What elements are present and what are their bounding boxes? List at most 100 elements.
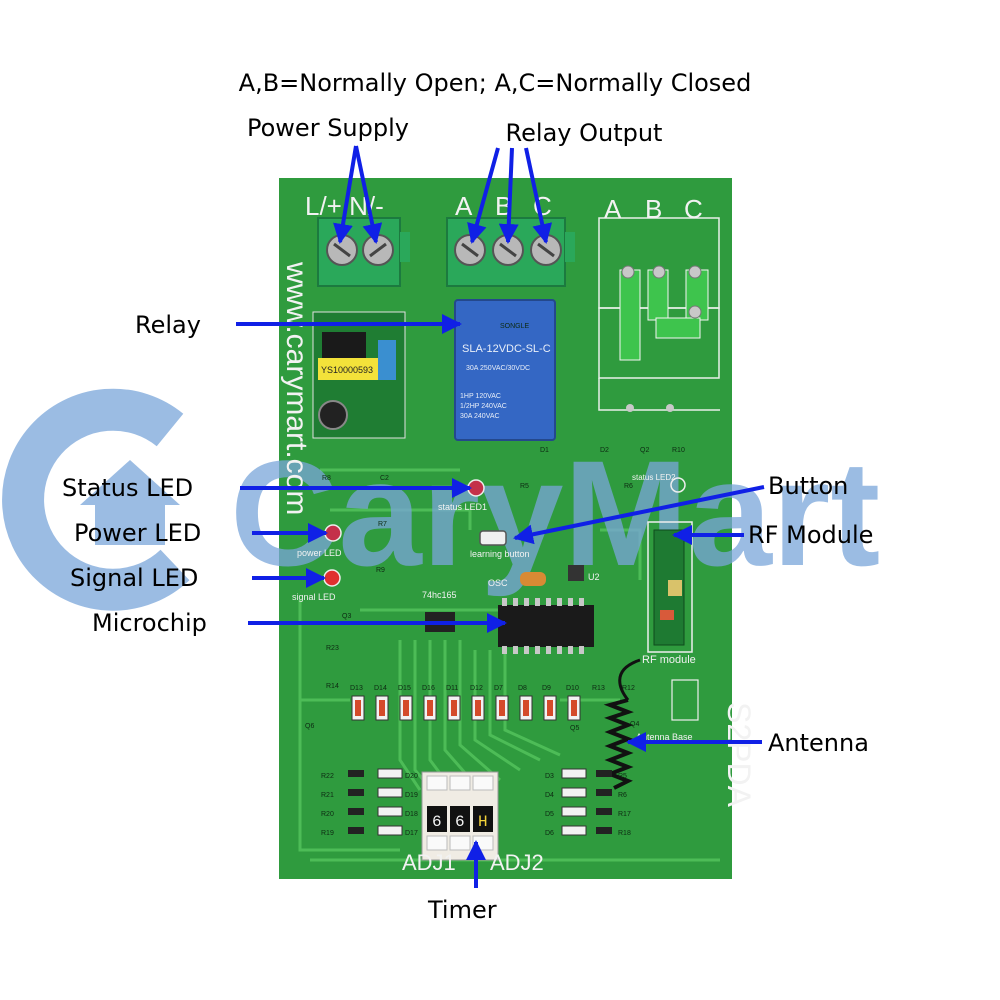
callout-relay: Relay bbox=[135, 311, 201, 339]
ref-d1: D1 bbox=[540, 447, 549, 454]
smd-resistor bbox=[596, 770, 612, 777]
arrow-relay-c bbox=[524, 147, 553, 244]
microchip bbox=[498, 598, 594, 654]
right-row-ref: R5 bbox=[618, 773, 627, 780]
diode-label: D11 bbox=[446, 685, 458, 692]
u2-label: U2 bbox=[588, 572, 600, 582]
diode-body bbox=[451, 700, 457, 716]
antenna-base-pad bbox=[671, 679, 699, 721]
power-terminal-block bbox=[317, 217, 410, 287]
contacts-note: A,B=Normally Open; A,C=Normally Closed bbox=[239, 69, 752, 97]
right-row-ref: R17 bbox=[618, 811, 631, 818]
diode-body bbox=[355, 700, 361, 716]
callout-button: Button bbox=[768, 472, 848, 500]
ref-d2: D2 bbox=[600, 447, 609, 454]
relay-component: SONGLE SLA-12VDC-SL-C 30A 250VAC/30VDC 1… bbox=[454, 299, 556, 441]
right-row-diode: D5 bbox=[545, 811, 554, 818]
ref-q5: Q5 bbox=[570, 725, 579, 732]
smd-diode bbox=[377, 806, 403, 817]
diode-body bbox=[379, 700, 385, 716]
watermark-brand: CaryMart bbox=[230, 429, 880, 597]
rf-silk: RF module bbox=[642, 654, 696, 666]
diode-body bbox=[427, 700, 433, 716]
relay-rating-3: 1/2HP 240VAC bbox=[460, 403, 507, 410]
ref-r8: R8 bbox=[322, 475, 331, 482]
status-led bbox=[467, 479, 485, 497]
smd-diode bbox=[377, 787, 403, 798]
timer-dials: 6 6 H bbox=[421, 771, 499, 861]
diode-body bbox=[571, 700, 577, 716]
right-row-diode: D6 bbox=[545, 830, 554, 837]
diode-body bbox=[403, 700, 409, 716]
jumper-pads bbox=[619, 265, 709, 412]
smd-resistor bbox=[348, 808, 364, 815]
power-led-silk: power LED bbox=[297, 548, 342, 558]
ref-r12: R12 bbox=[622, 685, 635, 692]
left-row-diode: D18 bbox=[405, 811, 418, 818]
power-supply-label: Power Supply bbox=[247, 114, 409, 142]
dial-digit-1: 6 bbox=[432, 813, 442, 831]
left-row-diode: D19 bbox=[405, 792, 418, 799]
relay-terminal-block bbox=[446, 217, 575, 287]
watermark: CaryMart bbox=[2, 388, 880, 611]
arrow-button bbox=[513, 485, 765, 545]
relay-rating-1: 30A 250VAC/30VDC bbox=[466, 365, 530, 372]
ref-r14: R14 bbox=[326, 683, 339, 690]
diode-label: D12 bbox=[470, 685, 483, 692]
smd-diode bbox=[561, 768, 587, 779]
smd-diode bbox=[377, 768, 403, 779]
diode-label: D8 bbox=[518, 685, 527, 692]
diode-label: D9 bbox=[542, 685, 551, 692]
left-row-ref: R20 bbox=[321, 811, 334, 818]
smd-resistor bbox=[596, 808, 612, 815]
watermark-ring-icon bbox=[2, 388, 190, 611]
right-row-diode: D4 bbox=[545, 792, 554, 799]
psu-module: YS10000593 bbox=[312, 311, 406, 439]
adj1-silk: ADJ1 bbox=[402, 850, 456, 875]
callout-rf-module: RF Module bbox=[748, 521, 873, 549]
chip-pins bbox=[502, 598, 584, 654]
board-model: S2PDA bbox=[721, 702, 757, 808]
status-led-silk: status LED1 bbox=[438, 502, 487, 512]
rf-module bbox=[647, 521, 693, 653]
diode-body bbox=[499, 700, 505, 716]
chip-silk: 74hc165 bbox=[422, 590, 457, 600]
left-row-ref: R22 bbox=[321, 773, 334, 780]
ref-q2: Q2 bbox=[640, 447, 649, 454]
diode-body bbox=[547, 700, 553, 716]
u2-chip bbox=[568, 565, 584, 581]
ref-c2: C2 bbox=[380, 475, 389, 482]
ref-r6: R6 bbox=[624, 483, 633, 490]
ref-r5: R5 bbox=[520, 483, 529, 490]
callout-arrows bbox=[236, 145, 765, 888]
callout-status-led: Status LED bbox=[62, 474, 193, 502]
smd-resistor bbox=[348, 770, 364, 777]
right-row-ref: R6 bbox=[618, 792, 627, 799]
oscillator bbox=[520, 572, 546, 586]
jumper-label-a: A bbox=[604, 194, 622, 224]
arrow-relay-b bbox=[498, 147, 519, 244]
jumper-label-c: C bbox=[684, 194, 703, 224]
ref-q6: Q6 bbox=[305, 723, 314, 730]
ref-r7: R7 bbox=[378, 521, 387, 528]
ref-r10: R10 bbox=[672, 447, 685, 454]
diode-label: D14 bbox=[374, 685, 387, 692]
smd-resistor bbox=[348, 789, 364, 796]
smd-resistor bbox=[348, 827, 364, 834]
callout-microchip: Microchip bbox=[92, 609, 207, 637]
learning-button bbox=[479, 530, 507, 546]
signal-led bbox=[323, 569, 341, 587]
diode-label: D15 bbox=[398, 685, 411, 692]
diode-label: D7 bbox=[494, 685, 503, 692]
ref-r23: R23 bbox=[326, 645, 339, 652]
board-website: www.carymart.com bbox=[280, 261, 313, 515]
left-row-ref: R21 bbox=[321, 792, 334, 799]
relay-rating-4: 30A 240VAC bbox=[460, 413, 500, 420]
dial-digit-3: H bbox=[478, 813, 488, 831]
arrow-power-n bbox=[354, 145, 383, 244]
smd-diode bbox=[561, 787, 587, 798]
power-led bbox=[324, 524, 342, 542]
pcb-board bbox=[279, 178, 732, 879]
